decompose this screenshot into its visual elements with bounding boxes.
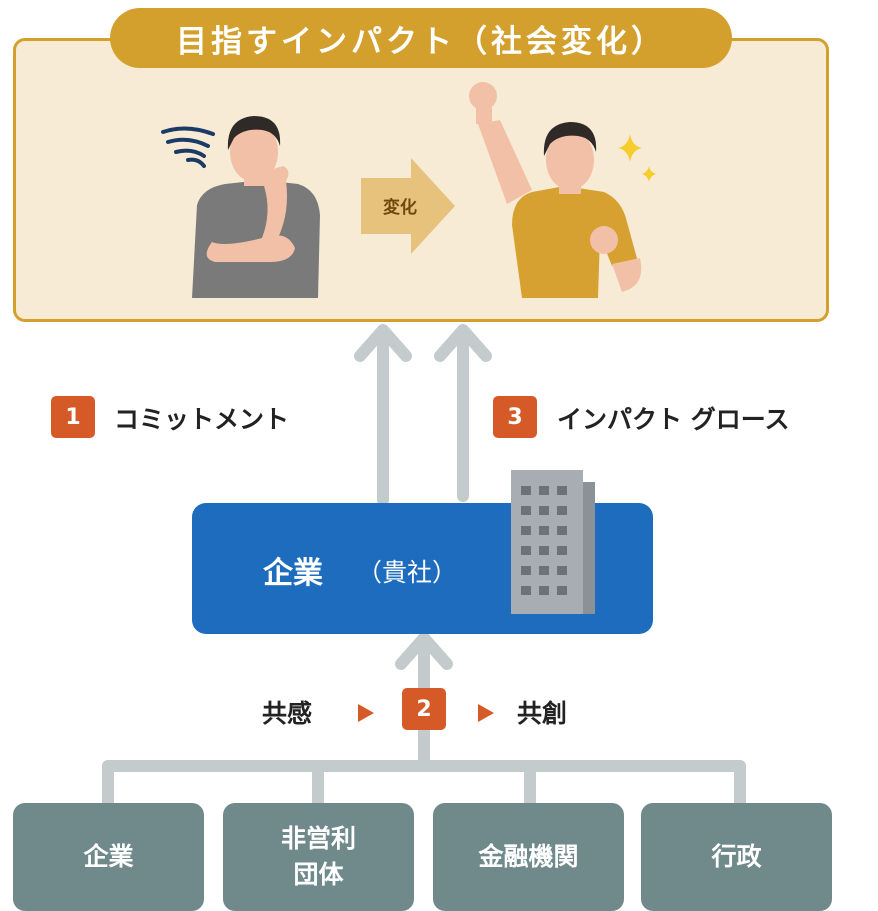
building-icon <box>511 470 595 614</box>
stakeholder-label: 行政 <box>711 842 762 871</box>
step-2-left-label: 共感 <box>262 699 313 728</box>
arrow-up-company-icon <box>395 632 453 670</box>
sparkle-icon <box>618 134 656 182</box>
company-name: 企業 <box>263 556 323 591</box>
stakeholder-nonprofit: 非営利 団体 <box>223 803 414 911</box>
step-1-badge: 1 <box>51 396 95 438</box>
step-3-label: インパクト グロース <box>557 405 790 434</box>
change-arrow-shape <box>361 158 455 254</box>
stakeholder-government: 行政 <box>641 803 832 911</box>
stakeholder-label: 非営利 団体 <box>280 824 356 889</box>
company-suffix: （貴社） <box>357 558 458 587</box>
impact-illustration <box>161 82 656 298</box>
stakeholder-company: 企業 <box>13 803 204 911</box>
confusion-swirl-icon <box>161 126 215 168</box>
stakeholder-financial: 金融機関 <box>433 803 624 911</box>
triangle-right-icon <box>358 704 374 722</box>
triangle-right-icon <box>478 704 494 722</box>
step-2-badge: 2 <box>402 688 446 730</box>
change-label: 変化 <box>383 198 417 218</box>
happy-person-illustration <box>469 82 642 298</box>
arrow-up-left-icon <box>354 324 412 362</box>
arrow-up-right-icon <box>434 324 492 362</box>
stakeholder-label: 金融機関 <box>478 842 579 871</box>
step-2-right-label: 共創 <box>517 699 568 728</box>
step-3-badge: 3 <box>493 396 537 438</box>
impact-title: 目指すインパクト（社会変化） <box>110 8 732 68</box>
stakeholder-label: 企業 <box>83 842 134 871</box>
worried-person-illustration <box>192 116 320 298</box>
step-1-label: コミットメント <box>114 405 290 434</box>
